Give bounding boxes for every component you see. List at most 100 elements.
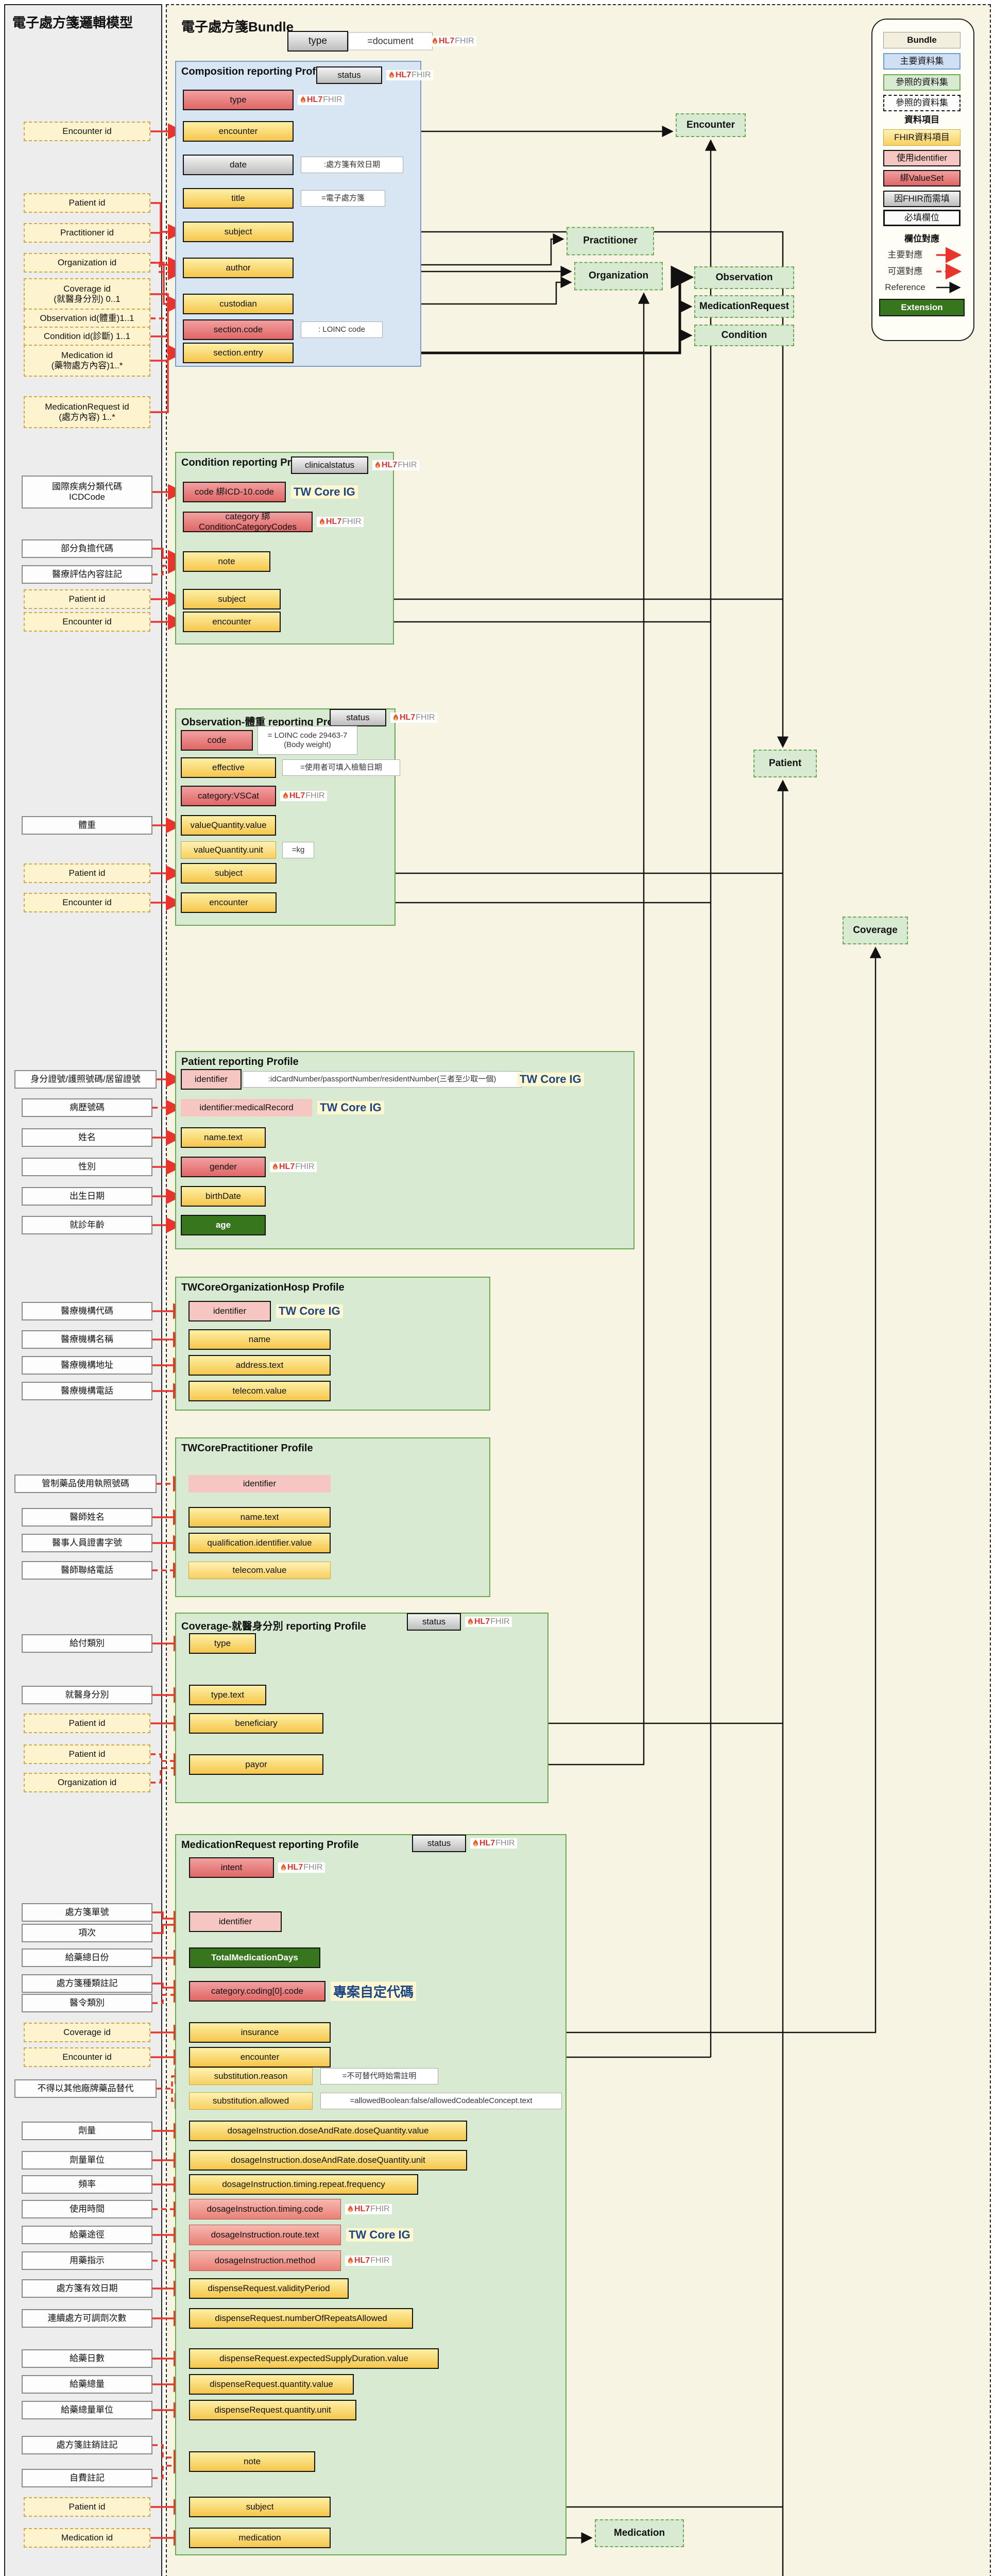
field-dosageInstruction.method: dosageInstruction.method <box>189 2250 341 2271</box>
legend-item-beige: Bundle <box>883 32 960 48</box>
ref-observation: Observation <box>694 266 794 289</box>
field-subject: subject <box>181 863 277 884</box>
left-label-Patient-id: Patient id <box>24 193 150 213</box>
ref-coverage: Coverage <box>843 917 908 944</box>
legend-item-gray: 因FHIR而需填 <box>883 191 960 207</box>
flame-icon <box>283 791 288 799</box>
left-label-Encounter-id: Encounter id <box>24 2047 150 2067</box>
field-substitution.allowed: substitution.allowed <box>189 2092 313 2110</box>
profile-title-observation: Observation-體重 reporting Profile <box>181 717 349 728</box>
left-label--: 部分負擔代碼 <box>22 539 152 558</box>
flame-icon <box>393 713 398 720</box>
legend-item-green-dashed: 參照的資料集 <box>883 95 960 111</box>
left-label--: 醫令類別 <box>22 1994 152 2012</box>
ref-condition: Condition <box>694 325 794 346</box>
left-label--: 處方箋註銷註記 <box>22 2436 152 2454</box>
left-label--: 處方箋有效日期 <box>22 2279 152 2298</box>
field-encounter: encounter <box>189 2047 331 2067</box>
flame-icon <box>389 71 394 78</box>
field-effective: effective <box>181 757 276 778</box>
field-dispenseRequest.expectedSupplyDuration.value: dispenseRequest.expectedSupplyDuration.v… <box>189 2348 439 2369</box>
flame-icon <box>281 1863 286 1870</box>
legend-item-yellow-thin: FHIR資料項目 <box>883 129 960 146</box>
legend-item-text: 資料項目 <box>904 115 939 125</box>
field-category-ConditionCategoryCodes: category 綁ConditionCategoryCodes <box>183 512 313 532</box>
field-category:VSCat: category:VSCat <box>181 786 276 806</box>
field-dosageInstruction.timing.repeat.frequency: dosageInstruction.timing.repeat.frequenc… <box>189 2174 418 2195</box>
field-beneficiary: beneficiary <box>189 1713 323 1734</box>
legend-item-text: 欄位對應 <box>904 234 939 244</box>
field-valueQuantity.unit: valueQuantity.unit <box>181 841 276 859</box>
field-dosageInstruction.timing.code: dosageInstruction.timing.code <box>189 2199 341 2219</box>
field-insurance: insurance <box>189 2022 331 2043</box>
field-identifier: identifier <box>189 1911 282 1932</box>
field-status: status <box>407 1613 461 1631</box>
left-label--: 就診年齡 <box>22 1216 152 1234</box>
flame-icon <box>468 1617 473 1624</box>
left-label-MedicationRequest-id-1-: MedicationRequest id (處方內容) 1..* <box>24 396 150 428</box>
legend-mapping-red-solid: 主要對應 <box>887 250 923 260</box>
left-label-Coverage-id: Coverage id <box>24 2023 150 2042</box>
left-label--: 醫療評估內容註記 <box>22 565 152 584</box>
left-label-Observation-id-1-1: Observation id(體重)1..1 <box>24 309 150 328</box>
left-label--: 頻率 <box>22 2175 152 2194</box>
legend-item-green: 參照的資料集 <box>883 74 960 91</box>
left-label--: 處方箋單號 <box>22 1903 152 1922</box>
field-note: note <box>183 551 270 572</box>
profile-title-patient: Patient reporting Profile <box>181 1056 299 1067</box>
ref-practitioner: Practitioner <box>567 227 654 255</box>
field-category.coding[0].code: category.coding[0].code <box>189 1981 325 2002</box>
field-custodian: custodian <box>183 294 294 314</box>
left-label--: 醫療機構代碼 <box>22 1302 152 1320</box>
field-note: :idCardNumber/passportNumber/residentNum… <box>243 1071 522 1088</box>
left-label-Practitioner-id: Practitioner id <box>24 223 150 243</box>
flame-icon <box>433 37 437 44</box>
twcore-badge: TW Core IG <box>276 1304 343 1318</box>
twcore-badge: TW Core IG <box>517 1073 584 1086</box>
left-label-Condition-id-1-1: Condition id(診斷) 1..1 <box>24 327 150 346</box>
legend-item-blue: 主要資料集 <box>883 53 960 70</box>
left-label--: 處方箋種類註記 <box>22 1974 152 1993</box>
legend-extension: Extension <box>879 299 965 316</box>
field-note: =使用者可填入檢驗日期 <box>282 759 400 776</box>
left-label--: 使用時間 <box>22 2200 152 2218</box>
legend-mapping-black: Reference <box>885 282 925 293</box>
field-note: =allowedBoolean:false/allowedCodeableCon… <box>320 2093 562 2109</box>
field-qualification.identifier.value: qualification.identifier.value <box>188 1533 331 1553</box>
flame-icon <box>348 2205 353 2212</box>
field-intent: intent <box>189 1857 274 1878</box>
ref-encounter: Encounter <box>676 113 746 137</box>
left-label--: 醫事人員證書字號 <box>22 1534 152 1552</box>
twcore-badge: 專案自定代碼 <box>331 1981 417 2001</box>
profile-composition <box>175 61 421 367</box>
left-label-Coverage-id-0-1: Coverage id (就醫身分別) 0..1 <box>24 278 150 310</box>
field-status: status <box>412 1835 466 1852</box>
left-label--: 出生日期 <box>22 1187 152 1206</box>
left-label-Encounter-id: Encounter id <box>24 122 150 141</box>
field-dispenseRequest.validityPeriod: dispenseRequest.validityPeriod <box>189 2278 349 2299</box>
left-label--: 給藥途徑 <box>22 2226 152 2244</box>
legend-item-required: 必填欄位 <box>883 210 960 226</box>
field-gender: gender <box>181 1157 266 1177</box>
left-label-Encounter-id: Encounter id <box>24 612 150 632</box>
left-panel-title: 電子處方箋邏輯模型 <box>12 15 133 30</box>
twcore-badge: TW Core IG <box>317 1101 384 1114</box>
field-dosageInstruction.doseAndRate.doseQuantity.unit: dosageInstruction.doseAndRate.doseQuanti… <box>189 2150 467 2171</box>
field-dosageInstruction.route.text: dosageInstruction.route.text <box>189 2225 341 2245</box>
logical-model-panel: 電子處方箋邏輯模型 <box>4 4 162 2576</box>
field-telecom.value: telecom.value <box>188 1381 331 1401</box>
profile-title-medicationrequest: MedicationRequest reporting Profile <box>181 1839 359 1851</box>
field-identifier: identifier <box>188 1301 271 1321</box>
field-medication: medication <box>189 2528 331 2548</box>
field-telecom.value: telecom.value <box>188 1562 331 1579</box>
field-section.code: section.code <box>183 319 294 340</box>
profile-title-condition: Condition reporting Profile <box>181 457 313 468</box>
bundle-type-field: type <box>287 31 348 52</box>
left-label-Patient-id: Patient id <box>24 2497 150 2517</box>
